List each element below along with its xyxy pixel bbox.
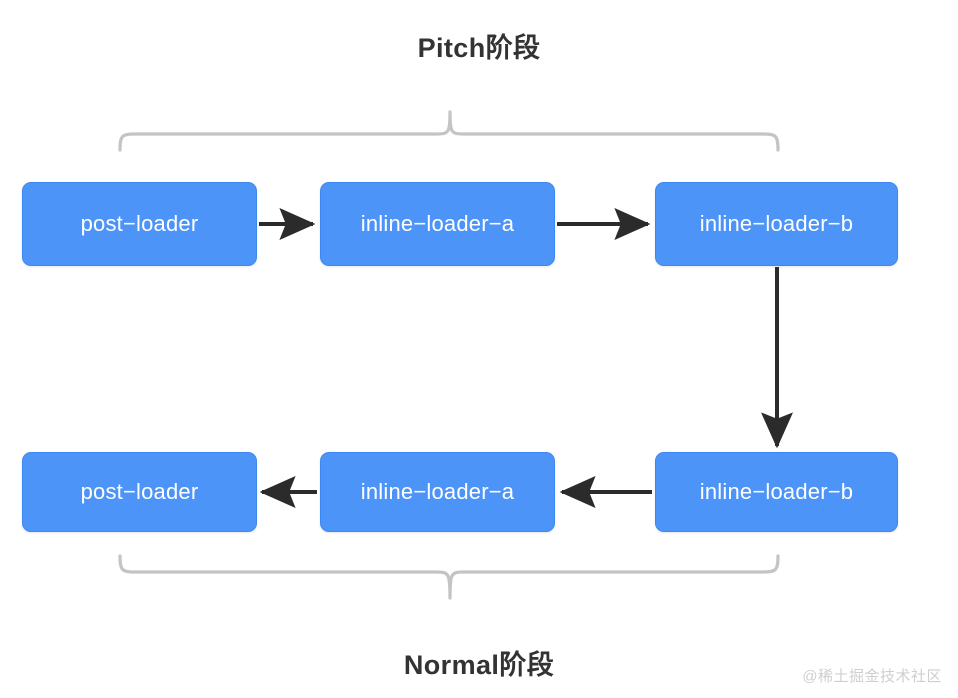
node-bottom-inline-loader-b[interactable]: inline−loader−b (655, 452, 898, 532)
normal-stage-title: Normal阶段 (403, 650, 555, 680)
node-top-inline-loader-b[interactable]: inline−loader−b (655, 182, 898, 266)
brace-normal (118, 554, 780, 600)
node-bottom-inline-loader-a[interactable]: inline−loader−a (320, 452, 555, 532)
node-top-inline-loader-a[interactable]: inline−loader−a (320, 182, 555, 266)
brace-pitch (118, 110, 780, 152)
node-top-post-loader[interactable]: post−loader (22, 182, 257, 266)
pitch-stage-title: Pitch阶段 (417, 33, 541, 63)
watermark-label: @稀土掘金技术社区 (802, 668, 942, 685)
node-bottom-post-loader[interactable]: post−loader (22, 452, 257, 532)
